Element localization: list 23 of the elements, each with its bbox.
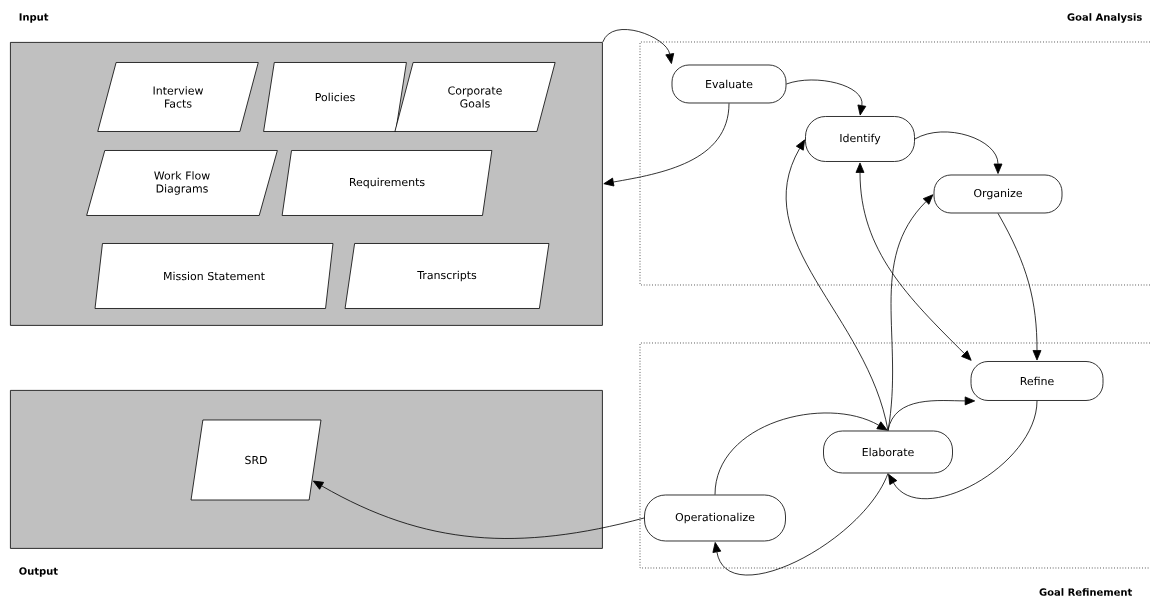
- process-pill: Organize: [933, 174, 1063, 214]
- process-pill: Refine: [970, 361, 1104, 401]
- arrow: [855, 162, 972, 361]
- panel-heading: Output: [19, 567, 58, 577]
- region-heading: Goal Refinement: [1039, 588, 1133, 596]
- panel-heading: Input: [19, 13, 49, 23]
- arrow: [785, 139, 889, 431]
- arrow: [914, 131, 1003, 174]
- arrow: [887, 194, 934, 431]
- arrow: [887, 396, 976, 431]
- arrow: [888, 400, 1038, 500]
- arrow: [312, 480, 645, 539]
- arrow: [997, 213, 1042, 361]
- arrow: [602, 29, 675, 64]
- arrow: [712, 473, 889, 576]
- process-pill: Identify: [805, 116, 915, 162]
- region-heading: Goal Analysis: [1067, 13, 1142, 23]
- process-pill: Elaborate: [823, 430, 953, 474]
- arrow: [714, 412, 888, 495]
- arrow: [786, 79, 867, 116]
- process-pill: Evaluate: [671, 64, 787, 104]
- arrow: [603, 103, 730, 187]
- process-pill: Operationalize: [644, 494, 786, 542]
